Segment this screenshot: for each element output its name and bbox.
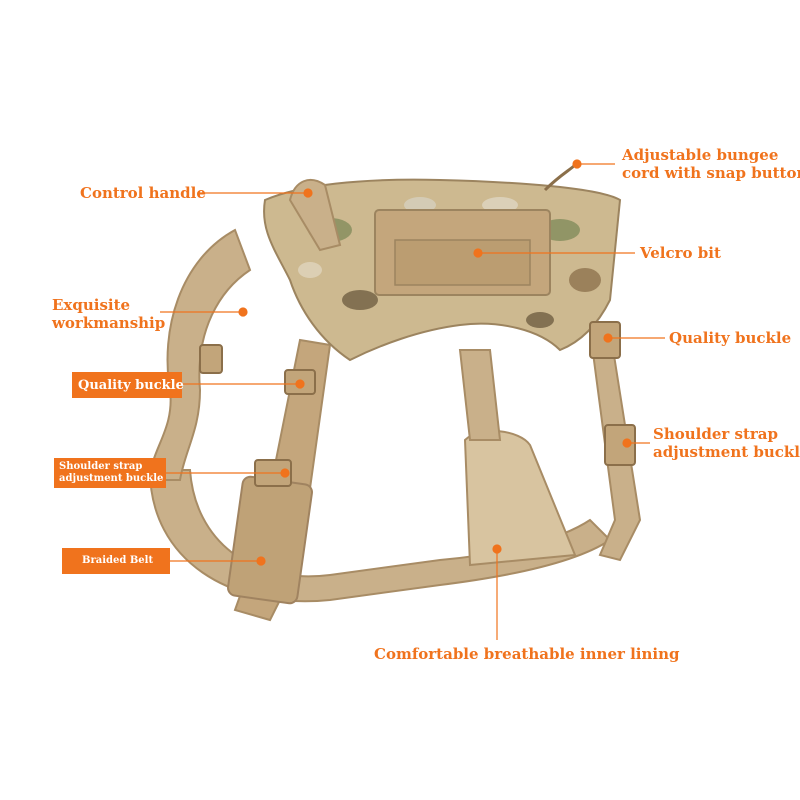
label-workmanship: Exquisite workmanship — [52, 296, 165, 332]
label-shoulder-strap-left: Shoulder strap adjustment buckle — [54, 458, 166, 488]
label-inner-lining: Comfortable breathable inner lining — [374, 645, 680, 663]
center-strap — [458, 349, 502, 441]
buckle-left-side — [199, 344, 223, 374]
label-shoulder-strap-right: Shoulder strap adjustment buckle — [653, 425, 800, 461]
label-shoulder-left-line1: Shoulder strap — [59, 461, 143, 472]
label-bungee-cord: Adjustable bungee cord with snap button — [622, 146, 800, 182]
label-shoulder-right-line2: adjustment buckle — [653, 443, 800, 461]
label-velcro-bit: Velcro bit — [640, 244, 721, 262]
label-braided-belt: Braided Belt — [62, 548, 170, 574]
inner-pad — [463, 429, 577, 567]
buckle-right-lower — [604, 424, 636, 466]
label-workmanship-line2: workmanship — [52, 314, 166, 332]
label-quality-buckle-right: Quality buckle — [669, 329, 792, 347]
control-handle — [288, 179, 342, 252]
label-control-handle: Control handle — [80, 184, 206, 202]
label-bungee-line1: Adjustable bungee — [622, 146, 779, 164]
label-bungee-line2: cord with snap button — [622, 164, 800, 182]
label-shoulder-right-line1: Shoulder strap — [653, 425, 778, 443]
label-shoulder-left-line2: adjustment buckle — [59, 473, 164, 484]
label-quality-buckle-left: Quality buckle — [72, 372, 184, 398]
label-workmanship-line1: Exquisite — [52, 296, 131, 314]
